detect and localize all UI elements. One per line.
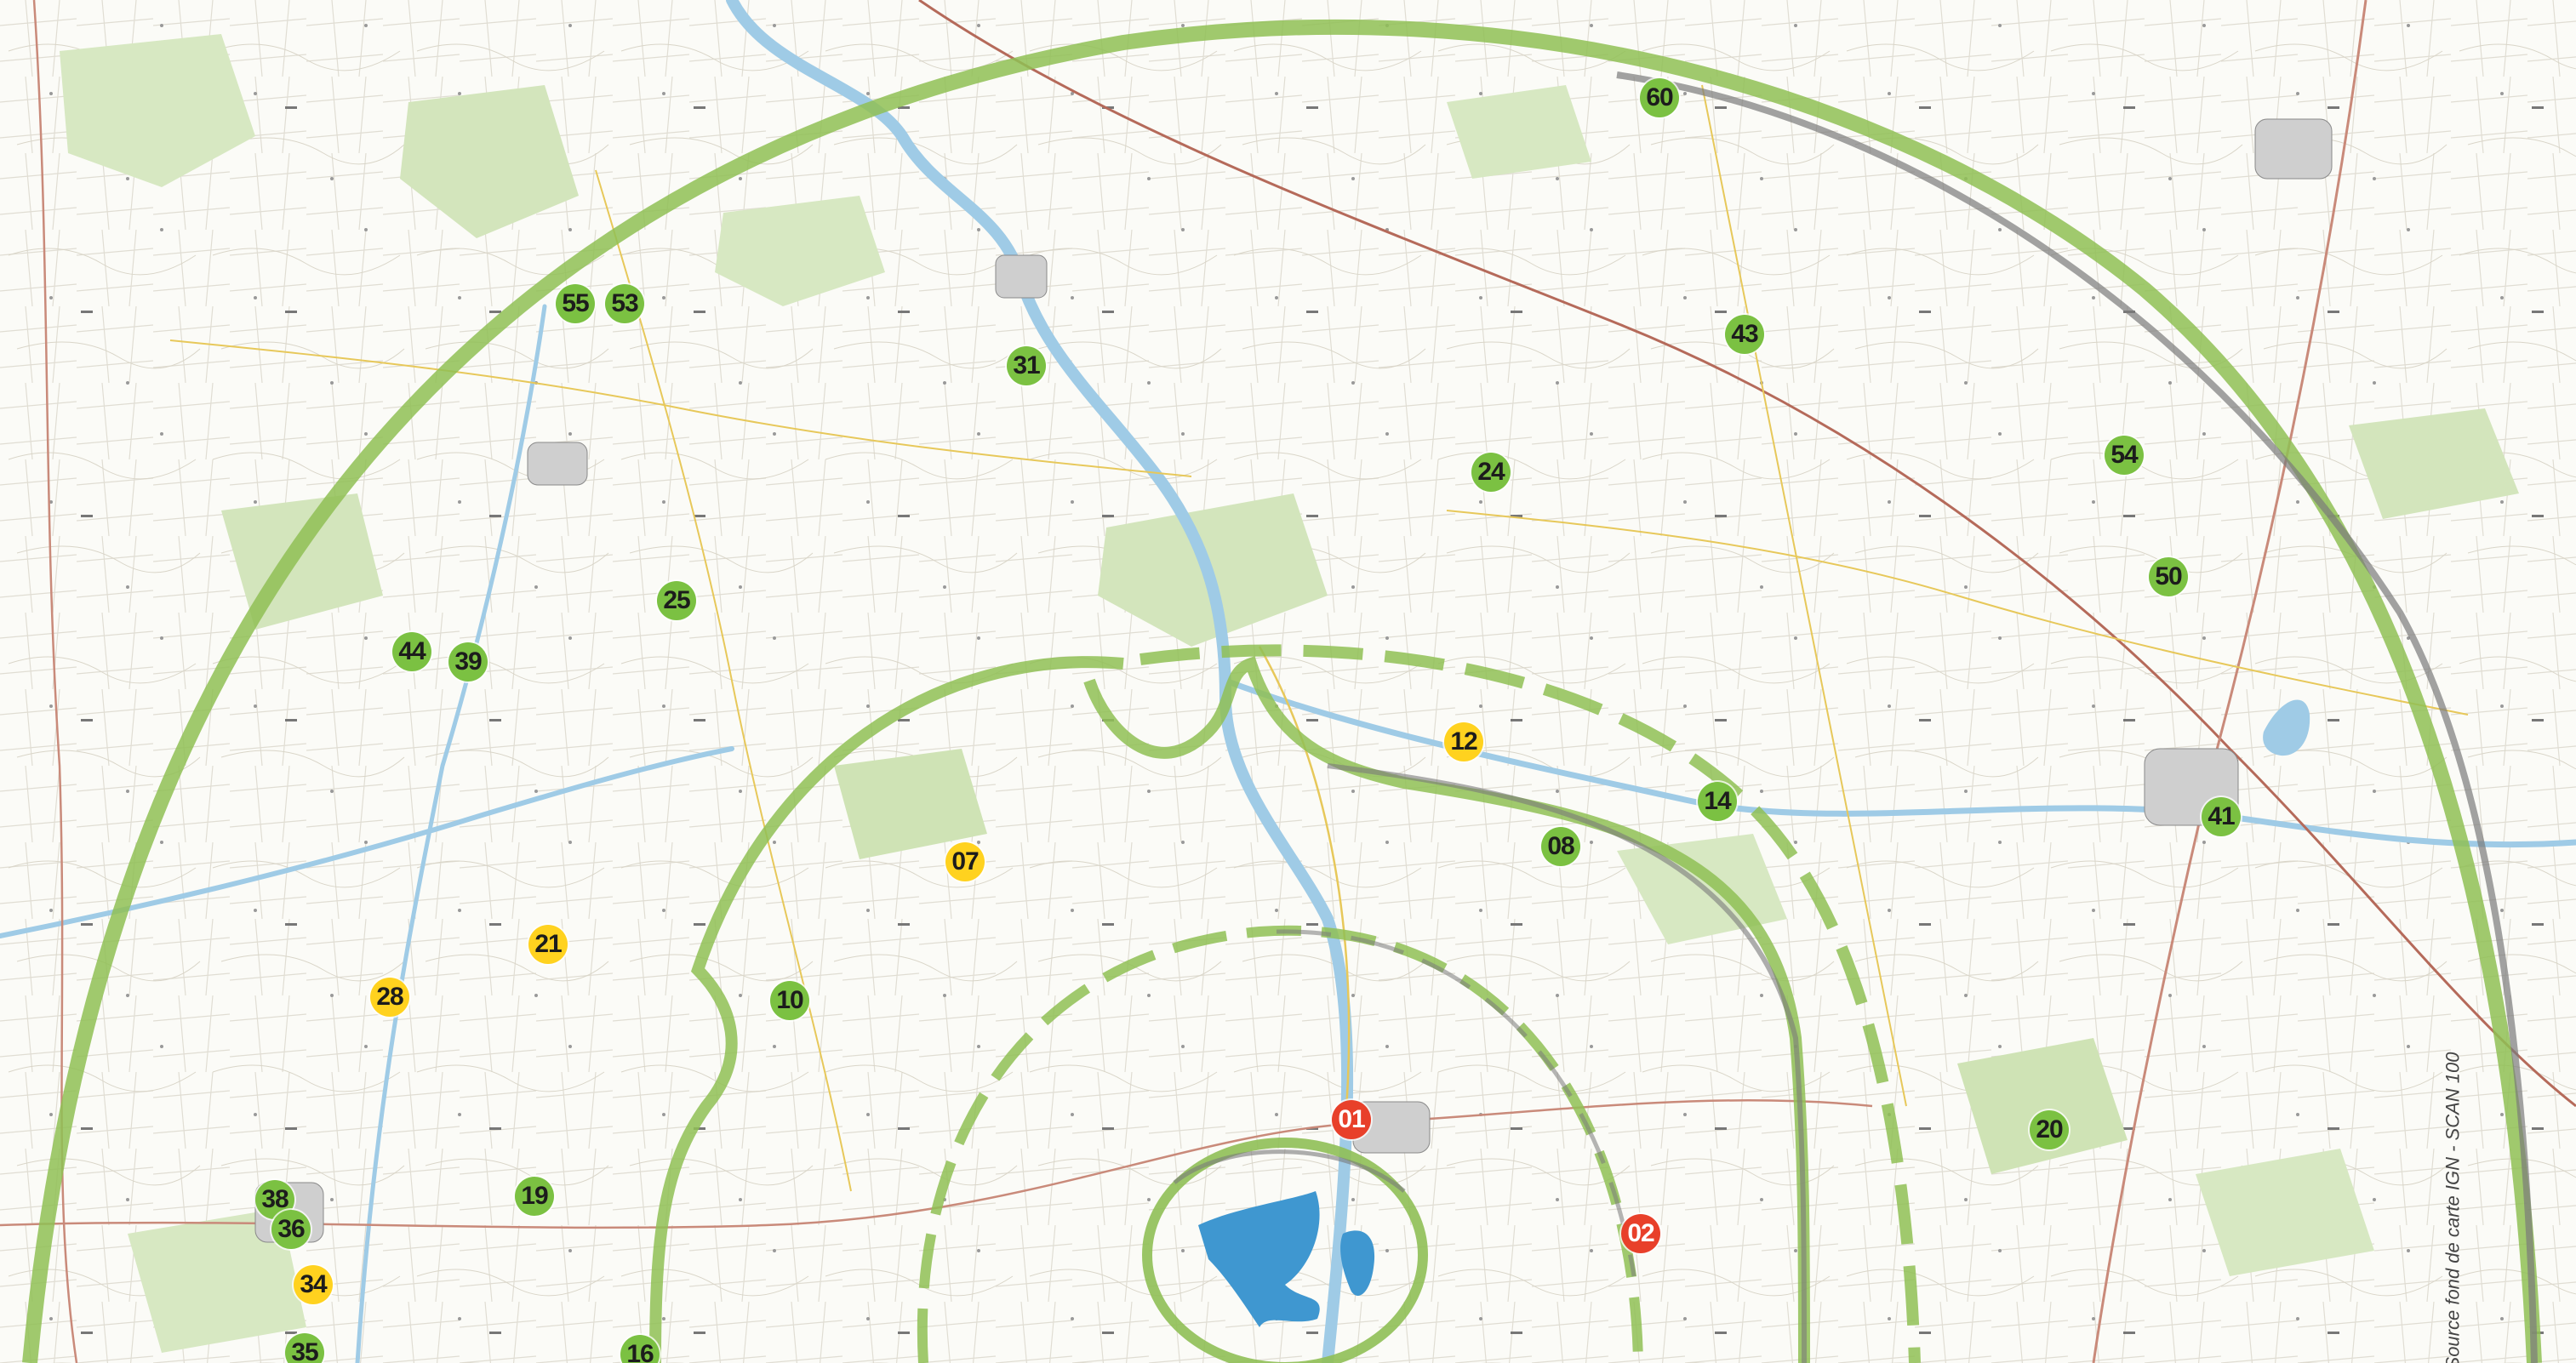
lakes	[1198, 699, 2310, 1327]
site-marker-39[interactable]: 39	[448, 642, 488, 682]
site-marker-20[interactable]: 20	[2030, 1110, 2069, 1149]
marker-label: 28	[376, 983, 403, 1011]
site-marker-08[interactable]: 08	[1541, 827, 1580, 866]
site-marker-41[interactable]: 41	[2202, 797, 2241, 836]
marker-label: 10	[776, 986, 803, 1014]
marker-label: 07	[951, 847, 979, 875]
marker-label: 24	[1477, 458, 1505, 486]
site-marker-43[interactable]: 43	[1725, 315, 1764, 354]
site-marker-01[interactable]: 01	[1332, 1100, 1371, 1139]
marker-label: 41	[2208, 802, 2235, 830]
marker-label: 02	[1627, 1219, 1654, 1247]
marker-label: 14	[1704, 787, 1731, 815]
site-marker-34[interactable]: 34	[294, 1265, 333, 1304]
site-marker-50[interactable]: 50	[2149, 557, 2188, 596]
marker-label: 54	[2110, 441, 2138, 469]
site-marker-25[interactable]: 25	[657, 581, 696, 620]
marker-label: 01	[1338, 1105, 1365, 1133]
source-credit: Source fond de carte IGN - SCAN 100	[2442, 1052, 2464, 1363]
marker-label: 25	[663, 586, 690, 614]
site-marker-36[interactable]: 36	[271, 1210, 311, 1249]
middle-ring-dashed	[1139, 644, 1921, 1363]
marker-label: 44	[398, 637, 426, 665]
marker-label: 35	[291, 1338, 318, 1363]
site-marker-14[interactable]: 14	[1698, 782, 1737, 821]
marker-label: 31	[1013, 351, 1040, 379]
marker-label: 12	[1450, 727, 1477, 756]
marker-label: 39	[454, 647, 482, 676]
marker-label: 55	[562, 289, 589, 317]
marker-label: 53	[611, 289, 638, 317]
outer-ring	[22, 19, 2542, 1363]
marker-label: 08	[1547, 832, 1574, 860]
site-marker-28[interactable]: 28	[370, 978, 409, 1017]
site-marker-07[interactable]: 07	[945, 842, 985, 881]
marker-label: 38	[261, 1185, 288, 1213]
inner-ring-dashed	[917, 925, 1643, 1363]
site-marker-60[interactable]: 60	[1640, 78, 1679, 117]
marker-label: 36	[277, 1215, 305, 1243]
marker-label: 34	[300, 1270, 327, 1298]
site-marker-10[interactable]: 10	[770, 981, 809, 1020]
marker-label: 50	[2155, 562, 2182, 590]
site-marker-44[interactable]: 44	[392, 632, 431, 671]
site-marker-55[interactable]: 55	[556, 284, 595, 323]
middle-ring	[649, 656, 1810, 1363]
marker-label: 43	[1731, 320, 1758, 348]
site-marker-24[interactable]: 24	[1471, 453, 1511, 492]
site-marker-21[interactable]: 21	[528, 925, 568, 964]
marker-label: 60	[1646, 83, 1673, 111]
marker-label: 21	[534, 930, 562, 958]
site-marker-02[interactable]: 02	[1621, 1214, 1660, 1253]
site-marker-53[interactable]: 53	[605, 284, 644, 323]
site-marker-31[interactable]: 31	[1007, 346, 1046, 385]
forest-areas	[60, 34, 2519, 1353]
site-marker-19[interactable]: 19	[515, 1177, 554, 1216]
site-marker-54[interactable]: 54	[2105, 436, 2144, 475]
marker-label: 20	[2036, 1115, 2063, 1143]
marker-label: 19	[521, 1182, 548, 1210]
innermost-ring	[1142, 1138, 1428, 1363]
site-marker-16[interactable]: 16	[620, 1335, 660, 1363]
marker-label: 16	[626, 1340, 654, 1363]
site-marker-35[interactable]: 35	[285, 1333, 324, 1363]
site-marker-12[interactable]: 12	[1444, 722, 1483, 761]
